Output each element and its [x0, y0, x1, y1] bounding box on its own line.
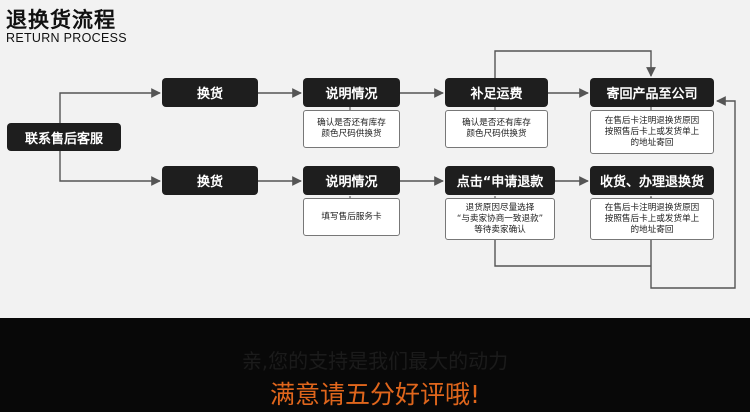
- note-explain-bottom-text: 填写售后服务卡: [321, 211, 382, 222]
- page-subtitle: RETURN PROCESS: [6, 31, 127, 45]
- note-explain-top-text: 确认是否还有库存 颜色尺码供换货: [317, 118, 386, 139]
- note-send-back: 在售后卡注明退换货原因 按照售后卡上或发货单上 的地址寄回: [590, 110, 714, 154]
- diagram-area: [0, 0, 750, 318]
- note-explain-bottom: 填写售后服务卡: [303, 198, 400, 236]
- node-contact-service: 联系售后客服: [7, 123, 121, 151]
- node-apply-refund: 点击“申请退款: [445, 166, 555, 195]
- connector-contact-branch-bottom: [59, 150, 161, 186]
- node-exchange-bottom: 换货: [162, 166, 258, 195]
- note-receive-refund-text: 在售后卡注明退换货原因 按照售后卡上或发货单上 的地址寄回: [604, 202, 700, 235]
- node-explain-top: 说明情况: [303, 78, 400, 107]
- note-receive-refund: 在售后卡注明退换货原因 按照售后卡上或发货单上 的地址寄回: [590, 198, 714, 240]
- connector-contact-branch: [59, 88, 161, 124]
- node-send-back: 寄回产品至公司: [590, 78, 714, 107]
- node-explain-bottom: 说明情况: [303, 166, 400, 195]
- connector-lines: [59, 50, 736, 289]
- note-send-back-text: 在售后卡注明退换货原因 按照售后卡上或发货单上 的地址寄回: [604, 115, 700, 148]
- node-shipping-fee: 补足运费: [445, 78, 548, 107]
- footer-band: [0, 318, 750, 412]
- node-receive-refund: 收货、办理退换货: [590, 166, 714, 195]
- node-exchange-top: 换货: [162, 78, 258, 107]
- note-shipping: 确认是否还有库存 颜色尺码供换货: [445, 110, 548, 148]
- connector-apply-loop: [494, 240, 651, 267]
- note-shipping-text: 确认是否还有库存 颜色尺码供换货: [462, 118, 531, 139]
- note-explain-top: 确认是否还有库存 颜色尺码供换货: [303, 110, 400, 148]
- footer-slogan-rating: 满意请五分好评哦!: [269, 380, 481, 409]
- note-apply-refund-text: 退货原因尽量选择 “与卖家协商一致退款” 等待卖家确认: [456, 202, 544, 235]
- connector-shipping-loop: [494, 50, 656, 78]
- page-title: 退换货流程: [6, 8, 116, 32]
- connector-receive-loop: [650, 96, 736, 289]
- footer-slogan-support: 亲,您的支持是我们最大的动力: [241, 349, 509, 373]
- note-apply-refund: 退货原因尽量选择 “与卖家协商一致退款” 等待卖家确认: [445, 198, 555, 240]
